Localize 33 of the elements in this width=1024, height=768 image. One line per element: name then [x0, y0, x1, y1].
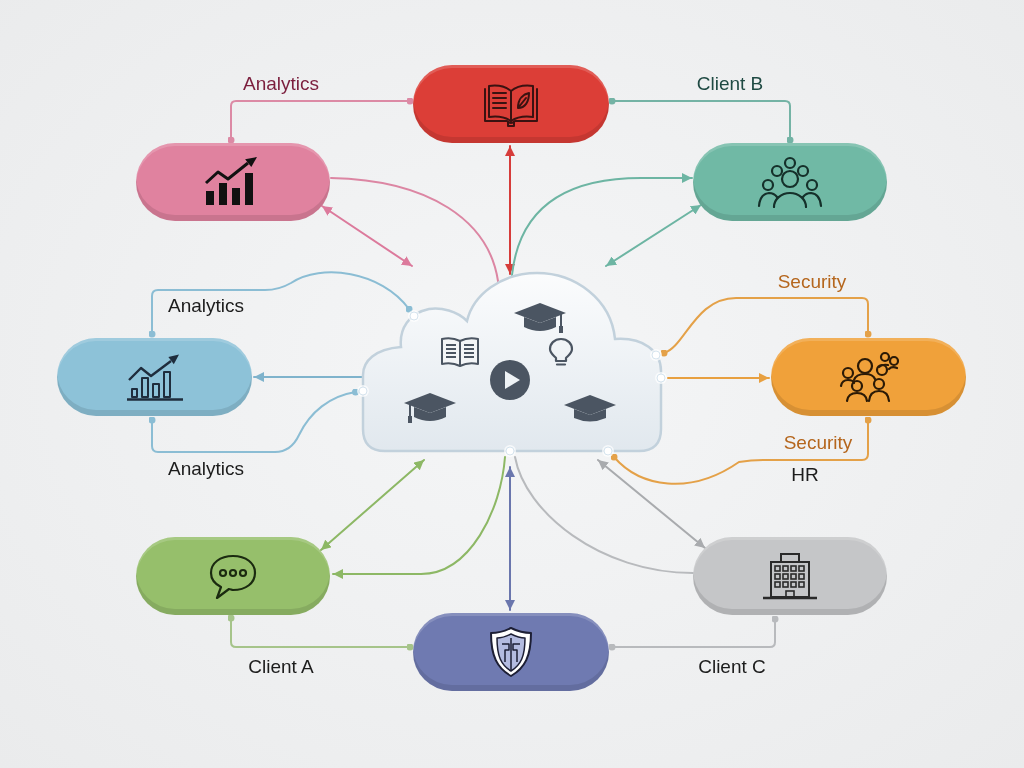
- arrow: [332, 456, 506, 579]
- connector-line: [330, 177, 499, 282]
- connector-line: [148, 271, 413, 338]
- edge-label: Client B: [695, 72, 765, 96]
- edge-label: Analytics: [167, 457, 245, 481]
- edge-label: Client C: [697, 655, 767, 679]
- connector-line: [514, 456, 694, 574]
- double-arrow: [505, 145, 515, 275]
- double-arrow: [320, 459, 425, 551]
- double-arrow: [597, 459, 706, 549]
- arrow: [667, 373, 770, 383]
- double-arrow: [505, 466, 515, 611]
- pill-node: [136, 143, 330, 221]
- double-arrow: [321, 205, 413, 267]
- connector-line: [610, 416, 872, 485]
- pill-node: [136, 537, 330, 615]
- connector-line: [660, 297, 872, 357]
- pill-node: [693, 143, 887, 221]
- double-arrow: [605, 204, 702, 267]
- connector-line: [608, 615, 779, 651]
- connector-line: [227, 97, 414, 144]
- connector-line: [148, 388, 359, 453]
- edge-label: Security: [776, 270, 848, 294]
- text-label: HR: [791, 463, 819, 487]
- edge-label: Analytics: [242, 72, 320, 96]
- arrow: [253, 372, 363, 382]
- arrow: [511, 173, 693, 276]
- edge-label: Analytics: [167, 294, 245, 318]
- connector-line: [227, 614, 414, 651]
- pill-node: [693, 537, 887, 615]
- connector-line: [608, 97, 794, 144]
- edge-label: Security: [782, 431, 854, 455]
- edge-label: Client A: [247, 655, 315, 679]
